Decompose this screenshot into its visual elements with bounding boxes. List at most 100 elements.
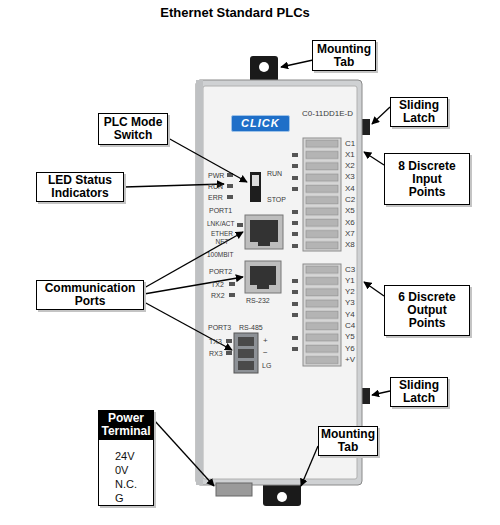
terminal-strip [303, 138, 341, 366]
terminal-label: X8 [345, 241, 355, 249]
terminal-label: C2 [345, 196, 355, 204]
callout-text: Communication Ports [40, 282, 140, 308]
port-label: ETHER NET [209, 230, 235, 246]
terminal-label: X6 [345, 219, 355, 227]
led-label: TX3 [209, 338, 222, 345]
port-socket [250, 220, 278, 242]
callout-text: 6 Discrete Output Points [395, 291, 459, 330]
leader-line [372, 391, 390, 395]
led [292, 210, 298, 214]
callout-text: PLC Mode Switch [102, 116, 164, 142]
callout-box: PLC Mode Switch [98, 113, 168, 145]
pin-label: LG [262, 362, 271, 369]
led [227, 184, 233, 188]
pin-label: − [263, 349, 268, 357]
terminal-label: X2 [345, 162, 355, 170]
model-number: C0-11DD1E-D [302, 110, 353, 118]
port-notch [258, 242, 270, 246]
power-pin-label: 24V [99, 449, 153, 463]
led [292, 279, 298, 283]
terminal-label: C1 [345, 140, 355, 148]
terminal-label: Y6 [345, 345, 355, 353]
power-terminal-heading: Power Terminal [99, 411, 153, 440]
port-label: 100MBIT [207, 252, 233, 259]
port-frame [245, 261, 281, 293]
led [292, 290, 298, 294]
led [292, 176, 298, 180]
port-label: PORT2 [209, 268, 232, 275]
callout-text: Sliding Latch [394, 379, 444, 405]
port-label: PORT3 [208, 324, 231, 331]
leader-line [301, 446, 318, 486]
terminal-label: X7 [345, 230, 355, 238]
led [292, 232, 298, 236]
port-label: PORT1 [209, 207, 232, 214]
led [292, 313, 298, 317]
terminal-label: Y3 [345, 299, 355, 307]
callout-box: Mounting Tab [318, 426, 378, 456]
terminal-label: Y5 [345, 333, 355, 341]
leader-line [281, 60, 313, 67]
port-notch [257, 285, 269, 289]
callout-box: Mounting Tab [312, 40, 376, 71]
leader-line [364, 282, 384, 296]
plc-body [196, 80, 362, 485]
callout-box: Sliding Latch [390, 377, 448, 407]
leader-line [364, 152, 384, 165]
leader-line [144, 302, 232, 350]
terminal-label: X3 [345, 173, 355, 181]
led [227, 195, 233, 199]
connector-slot [238, 361, 254, 370]
led [292, 302, 298, 306]
callout-text: 8 Discrete Input Points [395, 160, 459, 199]
led [226, 339, 232, 343]
port-label: RS-485 [239, 324, 263, 331]
mode-switch [250, 172, 261, 202]
tab-hole [277, 492, 287, 502]
led-label: RUN [208, 183, 223, 190]
power-pin-label: G [99, 491, 153, 505]
callout-box: 8 Discrete Input Points [384, 153, 470, 205]
body-edge [196, 80, 203, 485]
switch-body [250, 172, 261, 202]
terminal-label: Y1 [345, 277, 355, 285]
power-pin-label: 0V [99, 463, 153, 477]
connector-slot [238, 349, 254, 358]
terminal-label: C4 [345, 322, 355, 330]
callout-box: Sliding Latch [390, 97, 448, 127]
led-label: ERR [208, 194, 223, 201]
connector-body [234, 333, 258, 373]
callout-text: LED Status Indicators [40, 174, 120, 200]
rs485-connector [234, 333, 258, 373]
callout-box: LED Status Indicators [36, 172, 124, 202]
terminal-label: Y2 [345, 288, 355, 296]
leader-line [144, 277, 243, 294]
tab-hole [259, 62, 269, 72]
io-leds [292, 153, 298, 351]
pin-label: + [263, 337, 268, 345]
led [226, 351, 232, 355]
port-frame [245, 215, 283, 249]
callout-text: Sliding Latch [394, 99, 444, 125]
led [229, 293, 235, 297]
power-connector [216, 483, 252, 496]
callout-text: Mounting Tab [321, 428, 375, 454]
leader-line [372, 107, 390, 124]
terminal-label: X5 [345, 207, 355, 215]
led [229, 282, 235, 286]
terminal-block [303, 264, 341, 366]
terminal-label: Y4 [345, 311, 355, 319]
led [292, 347, 298, 351]
led [292, 336, 298, 340]
switch-label: RUN [267, 170, 282, 177]
led-label: TX2 [211, 281, 224, 288]
terminal-label: +V [345, 356, 355, 364]
callout-text: Mounting Tab [316, 43, 372, 69]
led-label: LNK/ACT [207, 221, 234, 228]
switch-label: STOP [267, 196, 286, 203]
brand-logo: CLICK [231, 115, 290, 132]
switch-knob [252, 175, 259, 186]
leader-line [168, 138, 247, 182]
